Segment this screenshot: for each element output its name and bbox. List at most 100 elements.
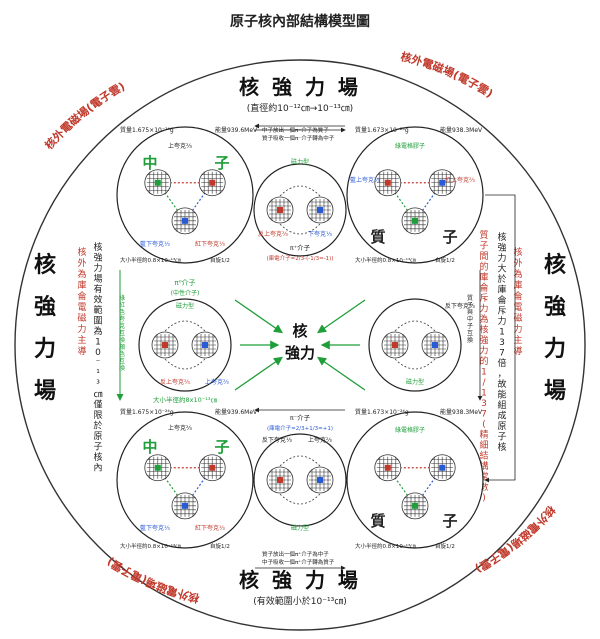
right-note-stack-char: 大 (497, 263, 506, 275)
proton-bottom-quark (374, 454, 402, 482)
left-note-stack-char: 0 (95, 348, 101, 358)
proton-top-name-b: 子 (442, 228, 457, 246)
pion-top-quark-core (317, 207, 323, 213)
pion-bottom-magnetic: 磁力型 (291, 524, 309, 532)
side-right-red-stack-char: 導 (513, 345, 522, 357)
left-note-stack-char: 強 (93, 252, 102, 264)
pion-top-magnetic: 磁力型 (291, 158, 309, 166)
neutron-bottom-energy: 能量939.6MeV (215, 408, 258, 416)
pion-top-label: π⁺介子 (290, 244, 311, 252)
center-label-line2: 強力 (285, 344, 315, 362)
pion-mid-left-note-char: 紅 (119, 301, 125, 309)
right-note-stack-char: 能 (497, 389, 506, 401)
right-red-note-stack-char: 庫 (479, 271, 488, 283)
pion-mid-right-gluon-arc (394, 358, 436, 370)
proton-top-gluon-a: 綠電格膠子 (395, 142, 425, 150)
pion-bottom-boundary (253, 433, 347, 527)
neutron-top-energy: 能量939.6MeV (215, 126, 258, 134)
pion-bottom-note-a: 質子放出一個π⁺介子為中子 (262, 550, 329, 558)
left-note-stack-char: 有 (93, 283, 102, 295)
side-left-char-stack-char: 核 (34, 252, 56, 278)
side-left-red-stack-char: 庫 (77, 279, 86, 291)
proton-top-name-a: 質 (370, 228, 385, 246)
pion-mid-left-note-char: 綠 (119, 294, 125, 302)
rim-label-bottom-right: 核外電磁場(電子雲) (473, 503, 558, 575)
proton-bottom-size: 大小半徑約0.8×10⁻¹³㎝ (355, 542, 416, 550)
force-arrow (234, 299, 283, 334)
neutron-top (116, 126, 254, 264)
pion-mid-label: π⁰介子 (174, 279, 195, 287)
side-right-red-stack-char: 磁 (513, 312, 522, 324)
pion-mid-left-gluon-arc (164, 358, 206, 370)
force-arrow (317, 356, 366, 391)
side-left-red-stack-char: 外 (77, 257, 86, 269)
side-left-red-stack-char: 為 (77, 268, 86, 280)
left-note-stack-char: 核 (93, 451, 102, 463)
side-right-char-stack-char: 強 (544, 294, 566, 320)
right-red-note-stack-char: 間 (479, 251, 488, 262)
right-note-stack-char: 原 (497, 421, 506, 432)
right-note-stack-char: ， (497, 370, 506, 380)
pion-mid-left-quark (191, 331, 219, 359)
right-red-note-stack-char: 斥 (479, 292, 488, 304)
neutron-top-spin: 自旋1/2 (210, 256, 230, 264)
pion-bottom-quark-core (277, 477, 283, 483)
pion-bottom-quark (266, 466, 294, 494)
right-note-stack-char: 1 (499, 328, 505, 338)
right-red-note-stack-char: 為 (479, 313, 488, 325)
pion-mid-right-quark (421, 331, 449, 359)
right-note-stack-char: 核 (497, 231, 506, 243)
pion-mid-left-note-char: 克 (119, 322, 125, 330)
proton-top (346, 126, 484, 264)
pion-bottom-up: 上夸克⅔ (308, 436, 332, 444)
pion-bottom-gluon-arc (279, 493, 321, 505)
pion-mid-right-note-char: 子 (467, 302, 473, 309)
side-left-red-stack-char: 導 (77, 345, 86, 357)
left-note-stack-char: 於 (93, 420, 102, 432)
pion-mid-right-note-char: 中 (467, 315, 473, 323)
right-note-stack-char: 力 (497, 315, 506, 327)
side-right-red-stack-char: 力 (513, 323, 522, 335)
proton-bottom-quark-core (412, 502, 418, 509)
left-note-stack-char: 力 (93, 262, 102, 274)
proton-bottom-mass: 質量1.673×10⁻²⁴g (355, 408, 409, 416)
center-strong-force: 核 強力 (285, 322, 315, 362)
pion-top-gluon-arc (279, 185, 321, 197)
pion-mid-left-quark-core (202, 342, 208, 348)
neutron-top-name-b: 子 (214, 154, 229, 172)
pion-mid-up: 上夸克⅔ (205, 378, 229, 386)
right-note-stack-char: 斥 (497, 305, 506, 317)
pion-mid-right-note-char: 質 (467, 294, 473, 302)
neutron-top-size: 大小半徑約0.8×10⁻¹³㎝ (120, 256, 181, 264)
proton-top-quark-up-b: 藍上夸克⅔ (350, 176, 380, 184)
neutron-bottom-spin: 自旋1/2 (210, 542, 230, 550)
proton-top-quark-core (439, 179, 446, 186)
neutron-top-quark (171, 207, 199, 235)
right-note-stack-char: 故 (497, 378, 506, 390)
proton-top-energy: 能量938.3MeV (440, 126, 483, 134)
pion-top-gluon-arc (279, 223, 321, 235)
strong-field-bottom-sub: (有效範圍小於10⁻¹³㎝) (253, 595, 346, 607)
pion-mid-right-magnetic: 磁力型 (406, 378, 424, 386)
pion-top-anti-up: 反上夸克⅔ (258, 230, 288, 238)
proton-bottom-gluon-a: 綠電格膠子 (395, 426, 425, 434)
proton-top-boundary (346, 126, 484, 264)
right-red-note-stack-char: 3 (481, 399, 487, 409)
pion-bottom-label: π⁻介子 (290, 414, 311, 422)
pion-top-quark-core (277, 207, 283, 213)
right-red-note-stack-char: 結 (479, 450, 488, 462)
pion-bottom-quark (306, 466, 334, 494)
pion-mid-sub: (中性介子) (171, 289, 200, 297)
side-left-red-stack-char: 磁 (77, 312, 86, 324)
pion-top-quark (306, 196, 334, 224)
neutron-bottom-name-a: 中 (142, 438, 157, 456)
proton-top-quark (374, 169, 402, 197)
side-right-red-stack-char: 外 (513, 257, 522, 269)
